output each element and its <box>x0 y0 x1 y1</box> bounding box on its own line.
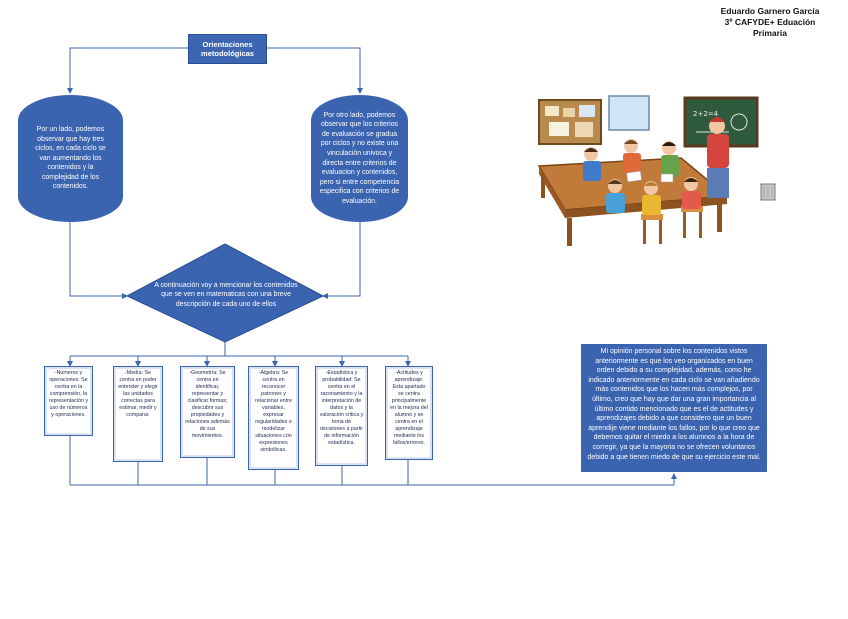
opinion-box: Mi opinión personal sobre los contenidos… <box>581 344 767 472</box>
title-box: Orientaciones metodológicas <box>188 34 267 64</box>
svg-text:2+2=4: 2+2=4 <box>693 110 719 118</box>
topic-medida: -Medía: Se centra en poder entender y el… <box>113 366 163 462</box>
topic-actitudes: -Actitudes y aprendizaje: Esta apartado … <box>385 366 433 460</box>
diamond-text: A continuación voy a mencionar los conte… <box>154 282 298 308</box>
topic-estadistica: -Estadística y probabilidad: Se centra e… <box>315 366 368 466</box>
topic-algebra: -Algebra: Se centra en reconocer patrone… <box>248 366 299 470</box>
topic-geometria: -Geometría: Se centra en identificar, re… <box>180 366 235 458</box>
author-course: 3º CAFYDE+ Eduación <box>724 17 816 27</box>
decision-diamond <box>125 243 325 343</box>
author-block: Eduardo Garnero García 3º CAFYDE+ Eduaci… <box>700 6 840 39</box>
author-name: Eduardo Garnero García <box>720 6 820 16</box>
topic-numeros: -Numeros y operaciones: Se centra en la … <box>44 366 93 436</box>
left-cycles-box: Por un lado, podemos observar que hay tr… <box>18 95 123 222</box>
author-level: Primaria <box>752 28 788 38</box>
right-criteria-box: Por otro lado, podemos observar que los … <box>311 95 408 222</box>
classroom-illustration: 2+2=4 <box>537 95 776 246</box>
